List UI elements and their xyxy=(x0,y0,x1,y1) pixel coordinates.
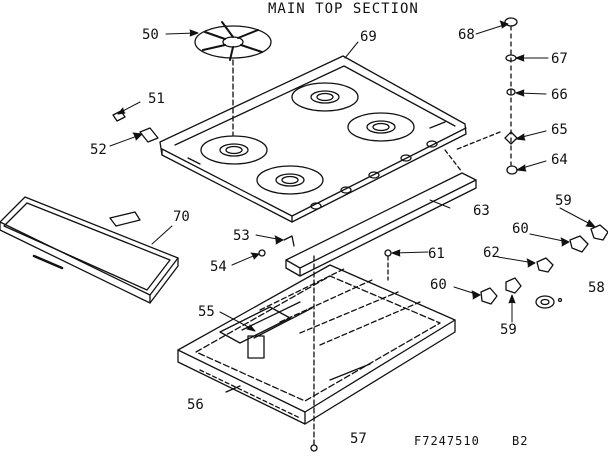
callout-66: 66 xyxy=(551,87,568,103)
callout-60-top: 60 xyxy=(512,221,529,237)
drawing-number: F7247510 xyxy=(414,434,480,448)
callout-59-top: 59 xyxy=(555,193,572,209)
callout-64: 64 xyxy=(551,152,568,168)
callout-67: 67 xyxy=(551,51,568,67)
burner-box-part-56 xyxy=(178,265,455,424)
callout-60-bottom: 60 xyxy=(430,277,447,293)
drawing-revision: B2 xyxy=(512,434,529,448)
callout-58: 58 xyxy=(588,280,605,296)
callout-61: 61 xyxy=(428,246,445,262)
callout-54: 54 xyxy=(210,259,227,275)
callout-52: 52 xyxy=(90,142,107,158)
control-knobs xyxy=(481,225,608,308)
drawing-code: F7247510 B2 xyxy=(414,434,528,448)
fasteners xyxy=(113,18,517,451)
leader-lines xyxy=(110,21,595,331)
callout-62: 62 xyxy=(483,245,500,261)
callout-70: 70 xyxy=(173,209,190,225)
callout-59-bottom: 59 xyxy=(500,322,517,338)
callout-55: 55 xyxy=(198,304,215,320)
callout-56: 56 xyxy=(187,397,204,413)
panel-part-70 xyxy=(0,197,178,303)
cooktop-part-69 xyxy=(160,56,466,222)
callout-65: 65 xyxy=(551,122,568,138)
callout-53: 53 xyxy=(233,228,250,244)
grate-part-50 xyxy=(195,22,271,135)
callout-68: 68 xyxy=(458,27,475,43)
diagram-title: MAIN TOP SECTION xyxy=(268,1,419,17)
manifold-bracket-part-63 xyxy=(286,150,476,276)
callout-57: 57 xyxy=(350,431,367,447)
callout-50: 50 xyxy=(142,27,159,43)
callout-63: 63 xyxy=(473,203,490,219)
callout-51: 51 xyxy=(148,91,165,107)
callout-69: 69 xyxy=(360,29,377,45)
